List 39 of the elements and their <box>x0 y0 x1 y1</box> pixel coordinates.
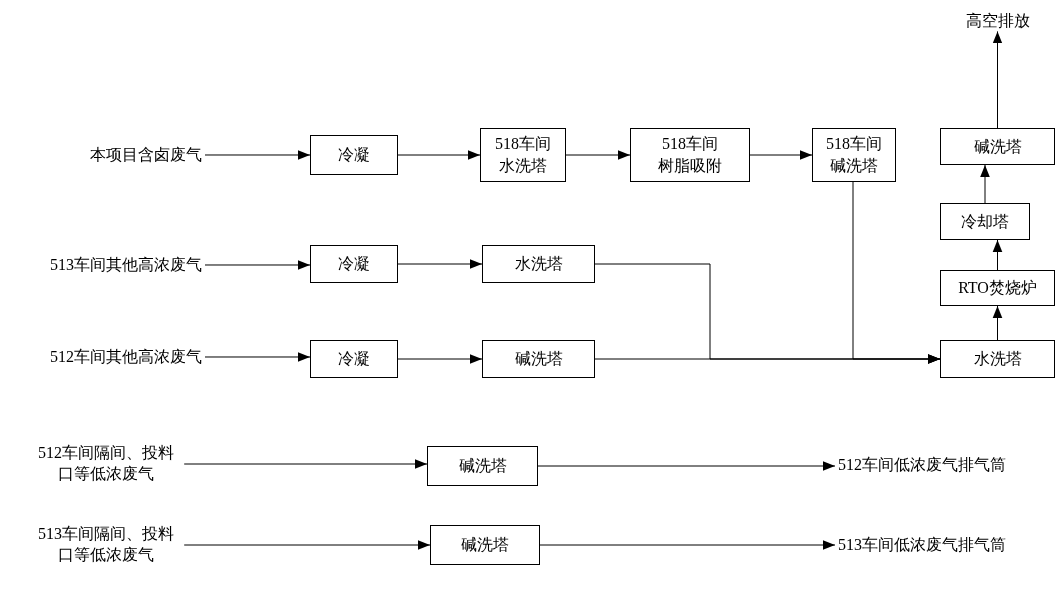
process-box: 碱洗塔 <box>430 525 540 565</box>
arrow <box>397 354 483 364</box>
flow-label: 513车间低浓废气排气筒 <box>838 534 1006 555</box>
process-box: 518车间水洗塔 <box>480 128 566 182</box>
arrow <box>539 540 836 550</box>
arrow <box>204 352 311 362</box>
flow-label: 512车间隔间、投料口等低浓废气 <box>37 443 175 484</box>
process-box: 冷凝 <box>310 340 398 378</box>
arrow <box>204 260 311 270</box>
arrow <box>594 354 941 364</box>
arrow <box>749 150 813 160</box>
arrow <box>397 150 481 160</box>
process-box: RTO焚烧炉 <box>940 270 1055 306</box>
flow-label: 高空排放 <box>965 10 1030 31</box>
process-box: 水洗塔 <box>482 245 595 283</box>
process-box: 碱洗塔 <box>482 340 595 378</box>
process-box: 518车间碱洗塔 <box>812 128 896 182</box>
flow-label: 512车间其他高浓废气 <box>50 346 202 367</box>
flow-label: 512车间低浓废气排气筒 <box>838 454 1006 475</box>
arrow <box>980 164 990 204</box>
arrow <box>204 150 311 160</box>
arrow <box>537 461 836 471</box>
process-box: 冷却塔 <box>940 203 1030 240</box>
process-box: 碱洗塔 <box>940 128 1055 165</box>
arrow <box>992 305 1003 341</box>
process-box: 冷凝 <box>310 245 398 283</box>
process-box: 518车间树脂吸附 <box>630 128 750 182</box>
flow-label: 513车间其他高浓废气 <box>50 254 202 275</box>
arrow <box>992 239 1003 271</box>
process-box: 水洗塔 <box>940 340 1055 378</box>
flow-label: 本项目含卤废气 <box>90 144 202 165</box>
arrow <box>992 30 1003 129</box>
arrow <box>397 259 483 269</box>
arrow <box>183 540 431 550</box>
arrow <box>565 150 631 160</box>
arrow <box>183 459 428 469</box>
process-box: 碱洗塔 <box>427 446 538 486</box>
process-box: 冷凝 <box>310 135 398 175</box>
flow-label: 513车间隔间、投料口等低浓废气 <box>37 524 175 565</box>
